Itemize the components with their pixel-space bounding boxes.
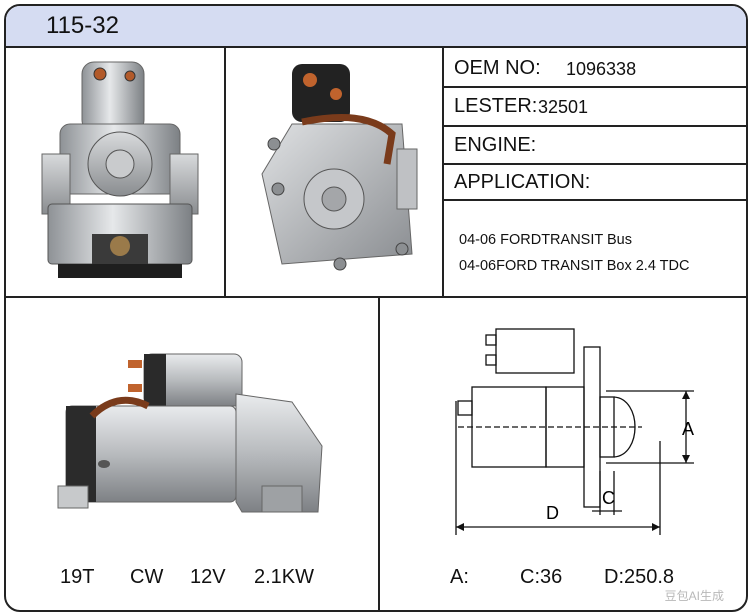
application-label: APPLICATION: xyxy=(454,171,591,193)
oem-label: OEM NO: xyxy=(454,57,541,79)
starter-front-photo xyxy=(41,61,199,278)
divider xyxy=(442,125,746,127)
divider xyxy=(224,46,226,298)
lester-label: LESTER: xyxy=(454,95,538,117)
part-number-title: 115-32 xyxy=(46,12,119,39)
teeth-rating: 19T xyxy=(60,566,95,588)
dim-label-c: C xyxy=(602,488,615,508)
divider xyxy=(442,163,746,165)
oem-value: 1096338 xyxy=(566,59,637,79)
voltage-rating: 12V xyxy=(190,566,226,588)
engine-label: ENGINE: xyxy=(454,134,537,156)
power-rating: 2.1KW xyxy=(254,566,315,588)
dim-label-d: D xyxy=(546,503,559,523)
divider xyxy=(442,46,444,298)
starter-rear-photo xyxy=(261,64,418,271)
watermark: 豆包AI生成 xyxy=(664,589,724,603)
divider xyxy=(442,86,746,88)
dimension-c: C:36 xyxy=(520,566,563,588)
product-spec-sheet: 115-32 xyxy=(4,4,748,612)
divider xyxy=(378,296,380,610)
rotation-rating: CW xyxy=(130,566,164,588)
divider xyxy=(442,199,746,201)
dimension-drawing: A C D xyxy=(455,328,694,535)
application-line: 04-06FORD TRANSIT Box 2.4 TDC xyxy=(459,258,690,274)
application-line: 04-06 FORDTRANSIT Bus xyxy=(459,232,632,248)
dimension-d: D:250.8 xyxy=(604,566,675,588)
header-bar: 115-32 xyxy=(6,6,746,48)
starter-side-photo xyxy=(57,353,323,513)
lester-value: 32501 xyxy=(538,97,589,117)
dim-label-a: A xyxy=(682,419,694,439)
divider xyxy=(6,296,746,298)
dimension-a: A: xyxy=(450,566,469,588)
